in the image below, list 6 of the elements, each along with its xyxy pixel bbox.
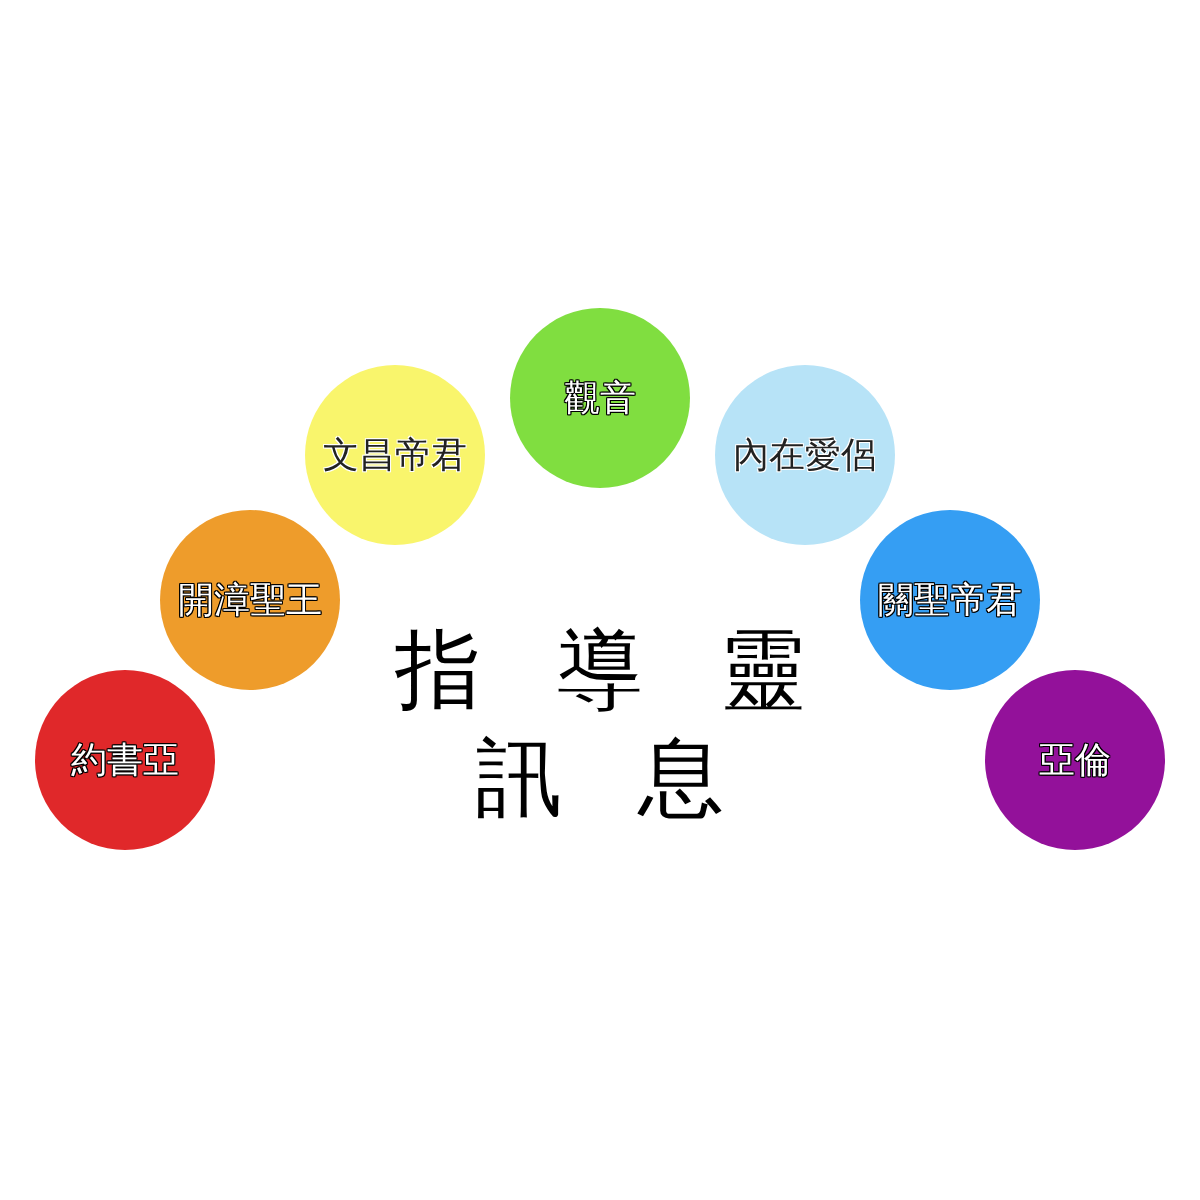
circle-label: 文昌帝君 [323,432,467,477]
circle-label: 約書亞 [71,737,179,782]
circle-label: 觀音 [564,375,636,420]
circle-label: 內在愛侶 [733,432,877,477]
circle-label: 開漳聖王 [178,577,322,622]
circle-label: 亞倫 [1039,737,1111,782]
